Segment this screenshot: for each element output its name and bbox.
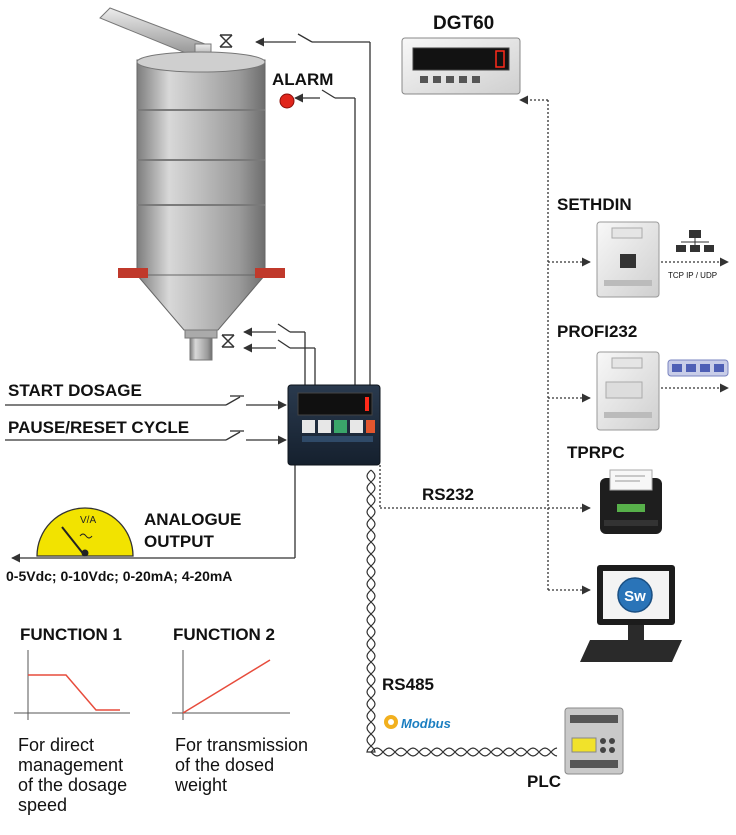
analogue-label: ANALOGUE	[144, 510, 242, 529]
modbus-label: Modbus	[401, 716, 451, 731]
profi232-label: PROFI232	[557, 322, 638, 341]
function-2-desc-line: weight	[175, 775, 228, 795]
sethdin-label: SETHDIN	[557, 195, 632, 214]
tprpc-label: TPRPC	[567, 443, 625, 462]
function-1-description: For direct management of the dosage spee…	[18, 735, 127, 815]
function-1-title: FUNCTION 1	[20, 625, 122, 644]
outlet-valve-icon	[221, 334, 235, 348]
analogue-output-line	[11, 465, 296, 563]
dgt60-label: DGT60	[433, 13, 495, 34]
silo-icon	[99, 7, 285, 361]
output-label: OUTPUT	[144, 532, 214, 551]
analogue-range-label: 0-5Vdc; 0-10Vdc; 0-20mA; 4-20mA	[6, 568, 233, 584]
start-dosage-label: START DOSAGE	[8, 381, 142, 400]
pause-reset-label: PAUSE/RESET CYCLE	[8, 418, 190, 437]
rs485-label: RS485	[382, 675, 434, 694]
rs232-label: RS232	[422, 485, 474, 504]
function-1-desc-line: speed	[18, 795, 68, 815]
sethdin-module-icon	[596, 221, 660, 298]
network-icon	[676, 230, 714, 252]
alarm-label: ALARM	[272, 70, 334, 89]
inlet-valve-icon	[219, 34, 233, 48]
function-2-desc-line: of the dosed	[175, 755, 275, 775]
plc-label: PLC	[527, 772, 561, 791]
serial-bus-lines	[379, 95, 729, 595]
profibus-icon	[667, 359, 729, 377]
input-lines	[5, 395, 287, 445]
plc-icon	[564, 707, 624, 775]
gauge-unit-label: V/A	[80, 515, 96, 526]
pc-computer-icon: Sw	[580, 565, 682, 662]
function-1-desc-line: For direct	[18, 735, 95, 755]
function-2-title: FUNCTION 2	[173, 625, 275, 644]
modbus-logo-icon	[384, 715, 398, 729]
function-1-plot	[14, 650, 130, 720]
tcp-ip-label: TCP IP / UDP	[668, 271, 718, 280]
function-2-description: For transmission of the dosed weight	[175, 735, 308, 795]
function-2-plot	[172, 650, 290, 720]
alarm-lamp-icon	[279, 93, 295, 109]
dgt60-display-icon	[401, 37, 521, 95]
rs485-twisted-cable	[366, 469, 558, 757]
tprpc-printer-icon	[600, 469, 662, 534]
function-1-desc-line: management	[18, 755, 124, 775]
function-1-desc-line: of the dosage	[18, 775, 128, 795]
analogue-gauge-icon: V/A	[36, 507, 134, 557]
weighing-controller-icon	[287, 384, 381, 466]
software-badge: Sw	[624, 588, 646, 605]
output-relay-lines	[243, 33, 371, 390]
profi232-module-icon	[596, 351, 660, 431]
function-2-desc-line: For transmission	[175, 735, 309, 755]
